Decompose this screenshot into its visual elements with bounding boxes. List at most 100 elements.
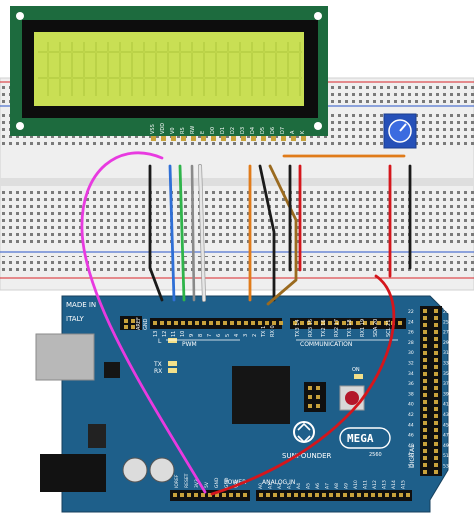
header-pin	[314, 321, 318, 325]
silk-power: POWER	[224, 479, 246, 486]
usb-connector	[35, 333, 95, 381]
sunfounder-logo-mark	[297, 422, 311, 444]
right-header-label: 24	[408, 319, 414, 325]
sunfounder-logo	[293, 421, 315, 444]
silk-on: ON	[352, 367, 360, 373]
header-pin	[423, 330, 427, 334]
right-header-label: 26	[408, 330, 414, 336]
silk-pwm: PWM	[182, 341, 197, 348]
header-pin	[160, 321, 164, 325]
lcd-pin-label: D6	[270, 127, 276, 134]
header-pin	[423, 456, 427, 460]
analog-pin-label: A9	[344, 483, 350, 489]
header-pin	[423, 463, 427, 467]
digital-pin-label: 13	[153, 331, 159, 337]
serial-pin-label: SDA 20	[373, 319, 379, 337]
header-pin	[215, 493, 219, 497]
usb-serial-chip	[104, 362, 120, 378]
header-pin	[265, 321, 269, 325]
header-pin	[322, 493, 326, 497]
header-pin	[423, 365, 427, 369]
digital-pin-label: 4	[234, 334, 240, 337]
header-pin	[180, 493, 184, 497]
analog-pin-label: A6	[315, 483, 321, 489]
header-pin	[434, 456, 438, 460]
right-header-label: 31	[443, 350, 449, 356]
right-header-label: 27	[443, 330, 449, 336]
header-pin	[434, 435, 438, 439]
header-pin	[423, 386, 427, 390]
lcd-pin	[221, 136, 226, 141]
header-pin	[329, 493, 333, 497]
led-tx	[168, 361, 177, 366]
lcd-pin-label: D5	[260, 127, 266, 134]
lcd-pin-label: D0	[210, 127, 216, 134]
analog-header	[256, 490, 412, 501]
header-pin	[399, 493, 403, 497]
header-pin	[342, 321, 346, 325]
header-pin	[251, 321, 255, 325]
right-header-label: 39	[443, 391, 449, 397]
header-pin	[434, 372, 438, 376]
header-pins	[153, 309, 438, 497]
analog-pin-label: A11	[363, 480, 369, 489]
analog-pin-label: A3	[287, 483, 293, 489]
power-rail-bottom-holes	[0, 256, 474, 274]
header-pin	[377, 321, 381, 325]
digital-pin-label: 5	[225, 334, 231, 337]
usb-chip-body	[104, 362, 120, 378]
header-pin	[236, 493, 240, 497]
reset-button	[345, 391, 359, 405]
lcd-pin-label: RW	[190, 126, 196, 134]
header-pin	[153, 321, 157, 325]
lcd-pin-label: D7	[280, 127, 286, 134]
lcd-pin	[301, 136, 306, 141]
right-header-label: 37	[443, 381, 449, 387]
wire-magenta-vdd-5v	[80, 151, 207, 494]
header-pin	[174, 321, 178, 325]
icsp-pin	[316, 386, 320, 390]
header-pin	[370, 321, 374, 325]
potentiometer-indicator	[399, 123, 407, 132]
lcd-pin-label: K	[300, 130, 306, 134]
silk-aref: AREF	[136, 317, 142, 330]
header-pin	[398, 321, 402, 325]
right-header-label: 36	[408, 381, 414, 387]
lcd-pin	[231, 136, 236, 141]
header-pin	[434, 316, 438, 320]
power-pin-label: 3V3	[194, 479, 200, 488]
analog-pin-label: A8	[334, 483, 340, 489]
header-pin	[336, 493, 340, 497]
header-pin	[423, 309, 427, 313]
lcd-pin-label: VSS	[150, 124, 156, 134]
silk-analog-in: ANALOG IN	[262, 479, 295, 486]
header-pin	[371, 493, 375, 497]
right-header-label: 53	[443, 464, 449, 470]
header-pin	[423, 442, 427, 446]
lcd-pin	[271, 136, 276, 141]
lcd-mount-hole	[16, 122, 24, 130]
serial-pin-label: TX3 14	[295, 319, 301, 338]
lcd-pin	[171, 136, 176, 141]
analog-pin-label: A14	[391, 480, 397, 489]
header-pin	[423, 421, 427, 425]
right-header-label: 23	[443, 309, 449, 315]
voltage-regulator	[88, 424, 106, 448]
header-pin	[181, 321, 185, 325]
header-pin	[434, 470, 438, 474]
header-pin	[423, 400, 427, 404]
lcd-pin	[251, 136, 256, 141]
analog-pin-label: A7	[325, 483, 331, 489]
header-pin	[307, 321, 311, 325]
icsp-pin	[316, 395, 320, 399]
serial-pin-label: RX3 15	[308, 319, 314, 337]
silk-model-sub: 2560	[369, 452, 382, 458]
right-header-label: 48	[408, 443, 414, 449]
analog-pin-label: A13	[382, 480, 388, 489]
lcd-pin-label: D3	[240, 127, 246, 134]
lcd-pin-label: VDD	[160, 123, 166, 134]
right-header-label: 52	[408, 464, 414, 470]
header-pin	[363, 321, 367, 325]
silk-brand: SUNFOUNDER	[282, 452, 332, 460]
